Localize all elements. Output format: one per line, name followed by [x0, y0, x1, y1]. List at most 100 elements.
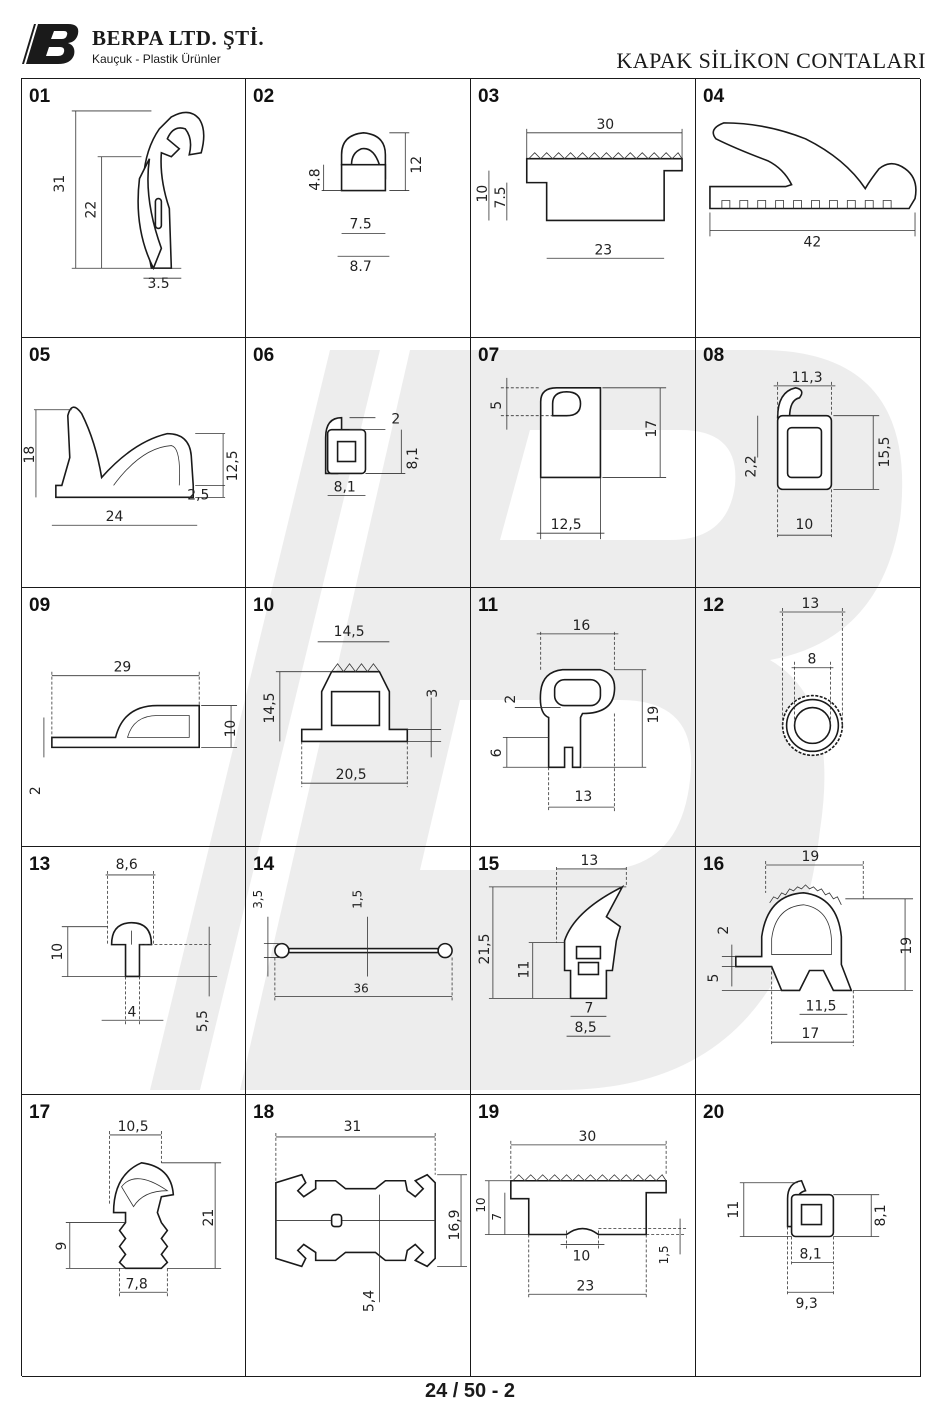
- dim-label: 42: [804, 234, 822, 250]
- dim-label: 31: [52, 175, 68, 193]
- item-number: 19: [478, 1102, 500, 1123]
- profile-drawing: 18 12,5 2,5 24: [22, 406, 241, 526]
- item-number: 06: [253, 345, 275, 366]
- dim-label: 5: [706, 974, 722, 983]
- catalog-grid: 01 31 22 3.5 02 4.8: [21, 78, 921, 1377]
- catalog-item-07: 07 5 17 12,5: [471, 338, 696, 588]
- dim-label: 8,1: [800, 1246, 822, 1262]
- dim-label: 2: [391, 412, 400, 428]
- dim-label: 2: [503, 695, 519, 704]
- catalog-item-19: 19 30 10 7 10 1,5 23: [471, 1095, 696, 1377]
- catalog-item-17: 17 10,5 21 9 7,8: [22, 1095, 246, 1377]
- dim-label: 36: [354, 981, 369, 995]
- dim-label: 19: [899, 937, 915, 955]
- company-name: BERPA LTD. ŞTİ.: [92, 26, 265, 50]
- dim-label: 8,5: [575, 1020, 597, 1036]
- item-number: 02: [253, 86, 275, 107]
- dim-label: 16,9: [447, 1209, 463, 1240]
- item-number: 13: [29, 854, 51, 875]
- dim-label: 3.5: [147, 276, 169, 292]
- dim-label: 12,5: [225, 450, 241, 481]
- dim-label: 2,2: [744, 455, 760, 477]
- dim-label: 13: [802, 596, 820, 612]
- dim-label: 1,5: [657, 1245, 671, 1264]
- catalog-item-18: 18 31 16,9 5,4: [246, 1095, 471, 1377]
- dim-label: 12,5: [551, 517, 582, 533]
- dim-label: 11: [517, 961, 533, 979]
- catalog-item-20: 20 11 8,1 8,1 9,3: [696, 1095, 921, 1377]
- catalog-item-01: 01 31 22 3.5: [22, 79, 246, 338]
- dim-label: 14,5: [334, 624, 365, 640]
- dim-label: 8,1: [873, 1204, 889, 1226]
- profile-drawing: 31 22 3.5: [52, 110, 205, 292]
- dim-label: 8: [808, 652, 817, 668]
- dim-label: 10: [50, 943, 66, 961]
- profile-drawing: 14,5 14,5 3 20,5: [262, 624, 441, 788]
- dim-label: 23: [594, 242, 612, 258]
- profile-drawing: 30 10 7.5 23: [475, 117, 683, 259]
- dim-label: 3: [425, 689, 441, 698]
- profile-drawing: 29 10 2: [28, 660, 239, 795]
- dim-label: 2: [28, 786, 44, 795]
- dim-label: 10: [474, 1197, 488, 1212]
- dim-label: 22: [84, 201, 100, 219]
- dim-label: 8,6: [116, 857, 138, 873]
- company-tagline: Kauçuk - Plastik Ürünler: [92, 52, 221, 66]
- catalog-item-15: 15 13 21,5 11 7 8,5: [471, 847, 696, 1095]
- dim-label: 30: [579, 1129, 597, 1145]
- dim-label: 2,5: [187, 487, 209, 503]
- item-number: 14: [253, 854, 275, 875]
- page-reference: 24 / 50 - 2: [424, 1380, 516, 1402]
- catalog-item-16: 16 19 2 19 5 11,5 17: [696, 847, 921, 1095]
- dim-label: 10: [573, 1248, 591, 1264]
- dim-label: 21: [201, 1209, 217, 1227]
- dim-label: 5,5: [195, 1010, 211, 1032]
- dim-label: 12: [409, 156, 425, 174]
- dim-label: 19: [802, 849, 820, 865]
- profile-drawing: 11,3 2,2 15,5 10: [744, 370, 893, 538]
- dim-label: 23: [577, 1278, 595, 1294]
- dim-label: 31: [344, 1119, 362, 1135]
- catalog-item-02: 02 4.8 12 7.5 8.7: [246, 79, 471, 338]
- dim-label: 6: [489, 748, 505, 757]
- dim-label: 17: [802, 1026, 820, 1042]
- catalog-item-08: 08 11,3 2,2 15,5 10: [696, 338, 921, 588]
- catalog-item-14: 14 3,5 1,5 36: [246, 847, 471, 1095]
- item-number: 18: [253, 1102, 275, 1123]
- dim-label: 10: [475, 185, 491, 203]
- catalog-item-12: 12 13 8: [696, 588, 921, 847]
- berpa-logo-icon: [22, 24, 79, 64]
- dim-label: 11: [726, 1201, 742, 1219]
- profile-drawing: 31 16,9 5,4: [275, 1119, 468, 1312]
- dim-label: 8,1: [334, 479, 356, 495]
- dim-label: 7,8: [126, 1276, 148, 1292]
- catalog-item-03: 03 30 10 7.5 23: [471, 79, 696, 338]
- item-number: 05: [29, 345, 51, 366]
- dim-label: 10: [796, 517, 814, 533]
- dim-label: 30: [596, 117, 614, 133]
- profile-drawing: 19 2 19 5 11,5 17: [706, 849, 915, 1047]
- profile-drawing: 8,6 10 4 5,5: [50, 857, 218, 1032]
- item-number: 17: [29, 1102, 51, 1123]
- catalog-item-13: 13 8,6 10 4 5,5: [22, 847, 246, 1095]
- profile-drawing: 11 8,1 8,1 9,3: [726, 1179, 889, 1312]
- profile-drawing: 42: [709, 122, 917, 250]
- dim-label: 10,5: [118, 1119, 149, 1135]
- catalog-item-05: 05 18 12,5 2,5 24: [22, 338, 246, 588]
- dim-label: 8.7: [350, 259, 372, 275]
- profile-drawing: 2 8,1 8,1: [324, 412, 421, 496]
- dim-label: 21,5: [477, 934, 493, 965]
- dim-label: 4: [128, 1004, 137, 1020]
- dim-label: 13: [581, 853, 599, 869]
- catalog-item-11: 11 16 2 19 6 13: [471, 588, 696, 847]
- dim-label: 4.8: [308, 168, 324, 190]
- profile-drawing: 5 17 12,5: [489, 377, 667, 540]
- dim-label: 13: [575, 789, 593, 805]
- dim-label: 18: [22, 446, 38, 464]
- dim-label: 20,5: [336, 767, 367, 783]
- dim-label: 29: [114, 660, 132, 676]
- dim-label: 2: [716, 926, 732, 935]
- item-number: 20: [703, 1102, 725, 1123]
- catalog-item-04: 04 42: [696, 79, 921, 338]
- dim-label: 5,4: [361, 1290, 377, 1312]
